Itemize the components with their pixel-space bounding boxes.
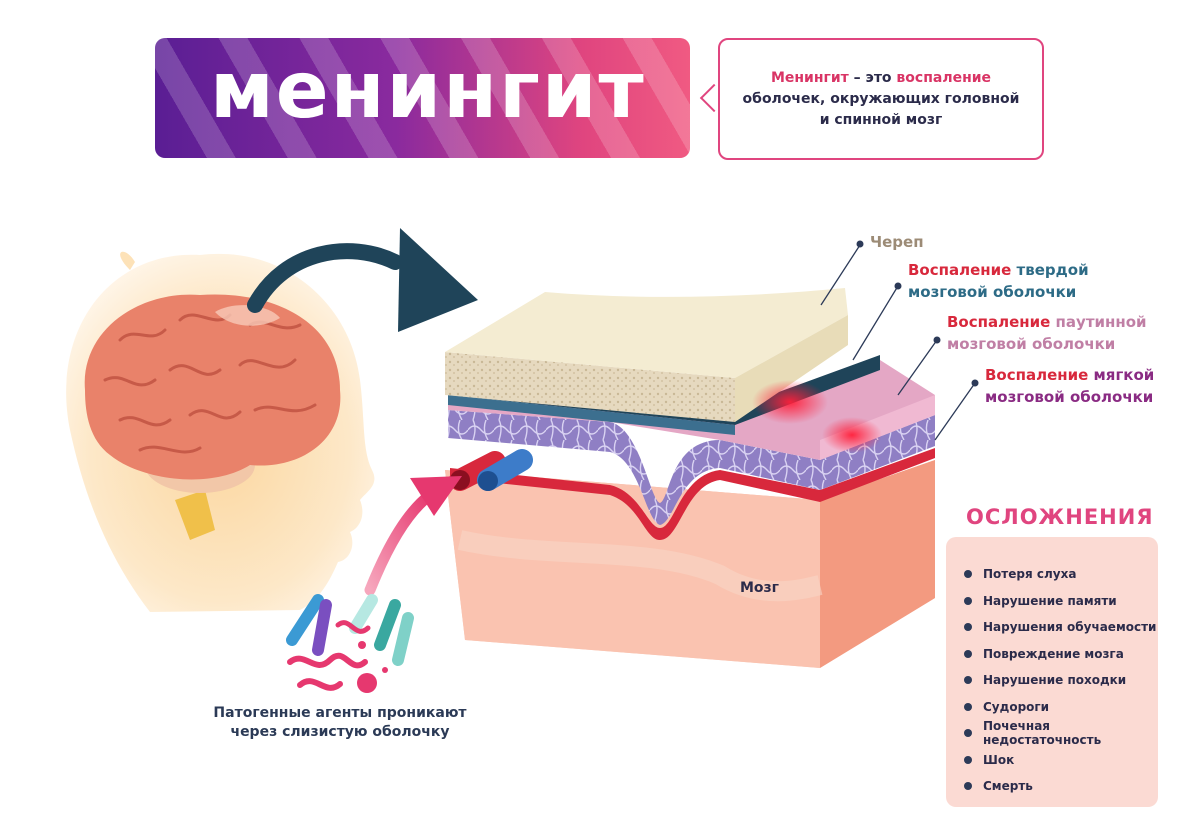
label-dura-inflammation: Воспаление xyxy=(908,261,1012,279)
complication-label: Повреждение мозга xyxy=(983,646,1124,661)
bullet-icon xyxy=(964,676,972,685)
complication-label: Шок xyxy=(983,752,1015,767)
complication-label: Судороги xyxy=(983,699,1050,714)
label-arachnoid-type: паутинной xyxy=(1050,313,1147,331)
definition-dash: – это xyxy=(848,69,897,86)
label-pia-type: мягкой xyxy=(1088,366,1155,384)
callout-dots xyxy=(856,240,979,387)
complication-item: Шок xyxy=(964,747,1158,774)
label-skull: Череп xyxy=(870,233,924,251)
bullet-icon xyxy=(964,729,972,738)
label-pia-membrane: мозговой оболочки xyxy=(985,388,1154,406)
complication-item: Почечная недостаточность xyxy=(964,719,1158,748)
bullet-icon xyxy=(964,596,972,605)
pathogens-icon xyxy=(286,594,414,693)
complication-item: Потеря слуха xyxy=(964,561,1158,588)
complication-label: Нарушения обучаемости xyxy=(983,620,1157,635)
pathogen-arrow xyxy=(364,476,462,596)
label-brain: Мозг xyxy=(740,580,779,596)
title-banner: менингит xyxy=(155,38,690,158)
label-pia-inflammation: Воспаление xyxy=(985,366,1089,384)
bullet-icon xyxy=(964,649,972,658)
complication-label: Смерть xyxy=(983,779,1033,794)
complication-item: Нарушение походки xyxy=(964,667,1158,694)
complication-item: Нарушения обучаемости xyxy=(964,614,1158,641)
label-pia: Воспаление мягкой мозговой оболочки xyxy=(985,364,1154,408)
complication-item: Нарушение памяти xyxy=(964,588,1158,615)
complication-label: Нарушение памяти xyxy=(983,593,1117,608)
definition-line3: и спинной мозг xyxy=(819,111,943,128)
bullet-icon xyxy=(964,570,972,579)
callout-lines xyxy=(820,244,976,441)
definition-term: Менингит xyxy=(770,69,849,86)
bullet-icon xyxy=(964,782,972,791)
meninges-cross-section xyxy=(445,288,935,668)
label-dura: Воспаление твердой мозговой оболочки xyxy=(908,259,1089,303)
complication-item: Судороги xyxy=(964,694,1158,721)
pathogen-caption-line1: Патогенные агенты проникают xyxy=(213,705,467,721)
definition-box: Менингит – это воспаление оболочек, окру… xyxy=(718,38,1044,160)
banner-stripes xyxy=(155,38,690,158)
direction-arrow xyxy=(247,228,478,332)
complication-label: Почечная недостаточность xyxy=(983,719,1102,748)
label-arachnoid: Воспаление паутинной мозговой оболочки xyxy=(947,311,1147,355)
label-arachnoid-inflammation: Воспаление xyxy=(947,313,1051,331)
pathogen-caption: Патогенные агенты проникают через слизис… xyxy=(205,704,475,742)
bullet-icon xyxy=(964,702,972,711)
definition-line2: оболочек, окружающих головной xyxy=(742,90,1020,107)
complication-label: Нарушение походки xyxy=(983,673,1127,688)
definition-keyword: воспаление xyxy=(896,69,992,86)
complication-item: Смерть xyxy=(964,773,1158,800)
label-dura-type: твердой xyxy=(1011,261,1089,279)
page-title: менингит xyxy=(210,46,646,136)
pathogen-caption-line2: через слизистую оболочку xyxy=(230,724,450,740)
brain-icon xyxy=(84,294,341,540)
label-arachnoid-membrane: мозговой оболочки xyxy=(947,335,1116,353)
complication-item: Повреждение мозга xyxy=(964,641,1158,668)
label-dura-membrane: мозговой оболочки xyxy=(908,283,1077,301)
bullet-icon xyxy=(964,755,972,764)
complication-label: Потеря слуха xyxy=(983,567,1077,582)
bullet-icon xyxy=(964,623,972,632)
complications-title: ОСЛОЖНЕНИЯ xyxy=(966,505,1154,529)
